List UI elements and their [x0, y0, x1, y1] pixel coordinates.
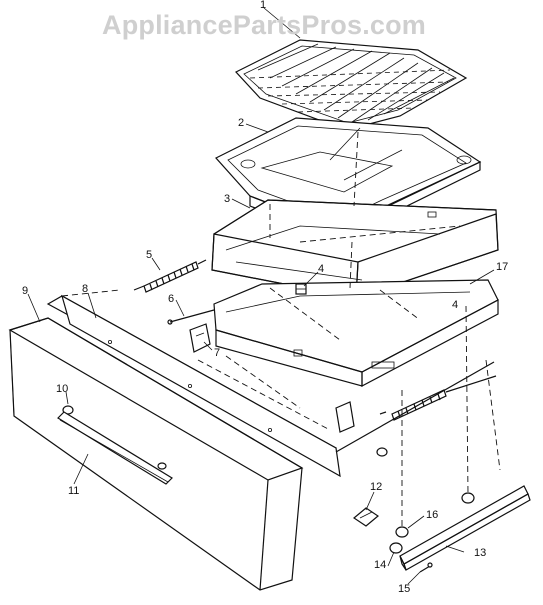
watermark-text: AppliancePartsPros.com — [102, 10, 427, 40]
part-11-handle — [57, 411, 173, 485]
callout-16: 16 — [426, 509, 438, 521]
callout-10: 10 — [56, 383, 68, 395]
callout-15: 15 — [398, 583, 410, 595]
callout-12: 12 — [370, 481, 382, 493]
part-16-roller — [395, 492, 475, 538]
part-15-screw — [419, 562, 433, 573]
callout-9: 9 — [22, 285, 28, 297]
part-4-bracket-lower — [335, 401, 355, 433]
part-7-bracket — [189, 323, 211, 353]
callout-7: 7 — [214, 347, 220, 359]
part-12-clip — [352, 507, 380, 527]
right-spring-rail — [335, 361, 497, 457]
callout-labels: 1 2 3 4 4 5 6 7 8 9 10 11 12 13 14 15 16… — [22, 0, 508, 595]
part-17-drawer-liner — [213, 279, 499, 387]
callout-13: 13 — [474, 547, 486, 559]
callout-5: 5 — [146, 249, 152, 261]
callout-6: 6 — [168, 293, 174, 305]
callout-8: 8 — [82, 283, 88, 295]
callout-14: 14 — [374, 559, 386, 571]
part-13-slide-rail — [399, 485, 531, 571]
leader-lines — [27, 7, 495, 585]
part-8-front-inner-panel — [46, 294, 341, 478]
part-6-rod — [167, 309, 215, 325]
part-9-drawer-front — [8, 317, 304, 591]
callout-17: 17 — [496, 261, 508, 273]
callout-4a: 4 — [318, 263, 324, 275]
callout-1: 1 — [260, 0, 266, 11]
part-14-roller — [389, 542, 403, 554]
callout-4b: 4 — [452, 299, 458, 311]
part-5-spring — [133, 259, 207, 293]
callout-11: 11 — [68, 485, 79, 497]
part-4-clip-upper — [295, 283, 307, 295]
assembly-dashed-lines — [61, 131, 501, 530]
callout-3: 3 — [224, 193, 230, 205]
callout-2: 2 — [238, 117, 244, 129]
part-1-broiler-grid — [235, 39, 468, 131]
